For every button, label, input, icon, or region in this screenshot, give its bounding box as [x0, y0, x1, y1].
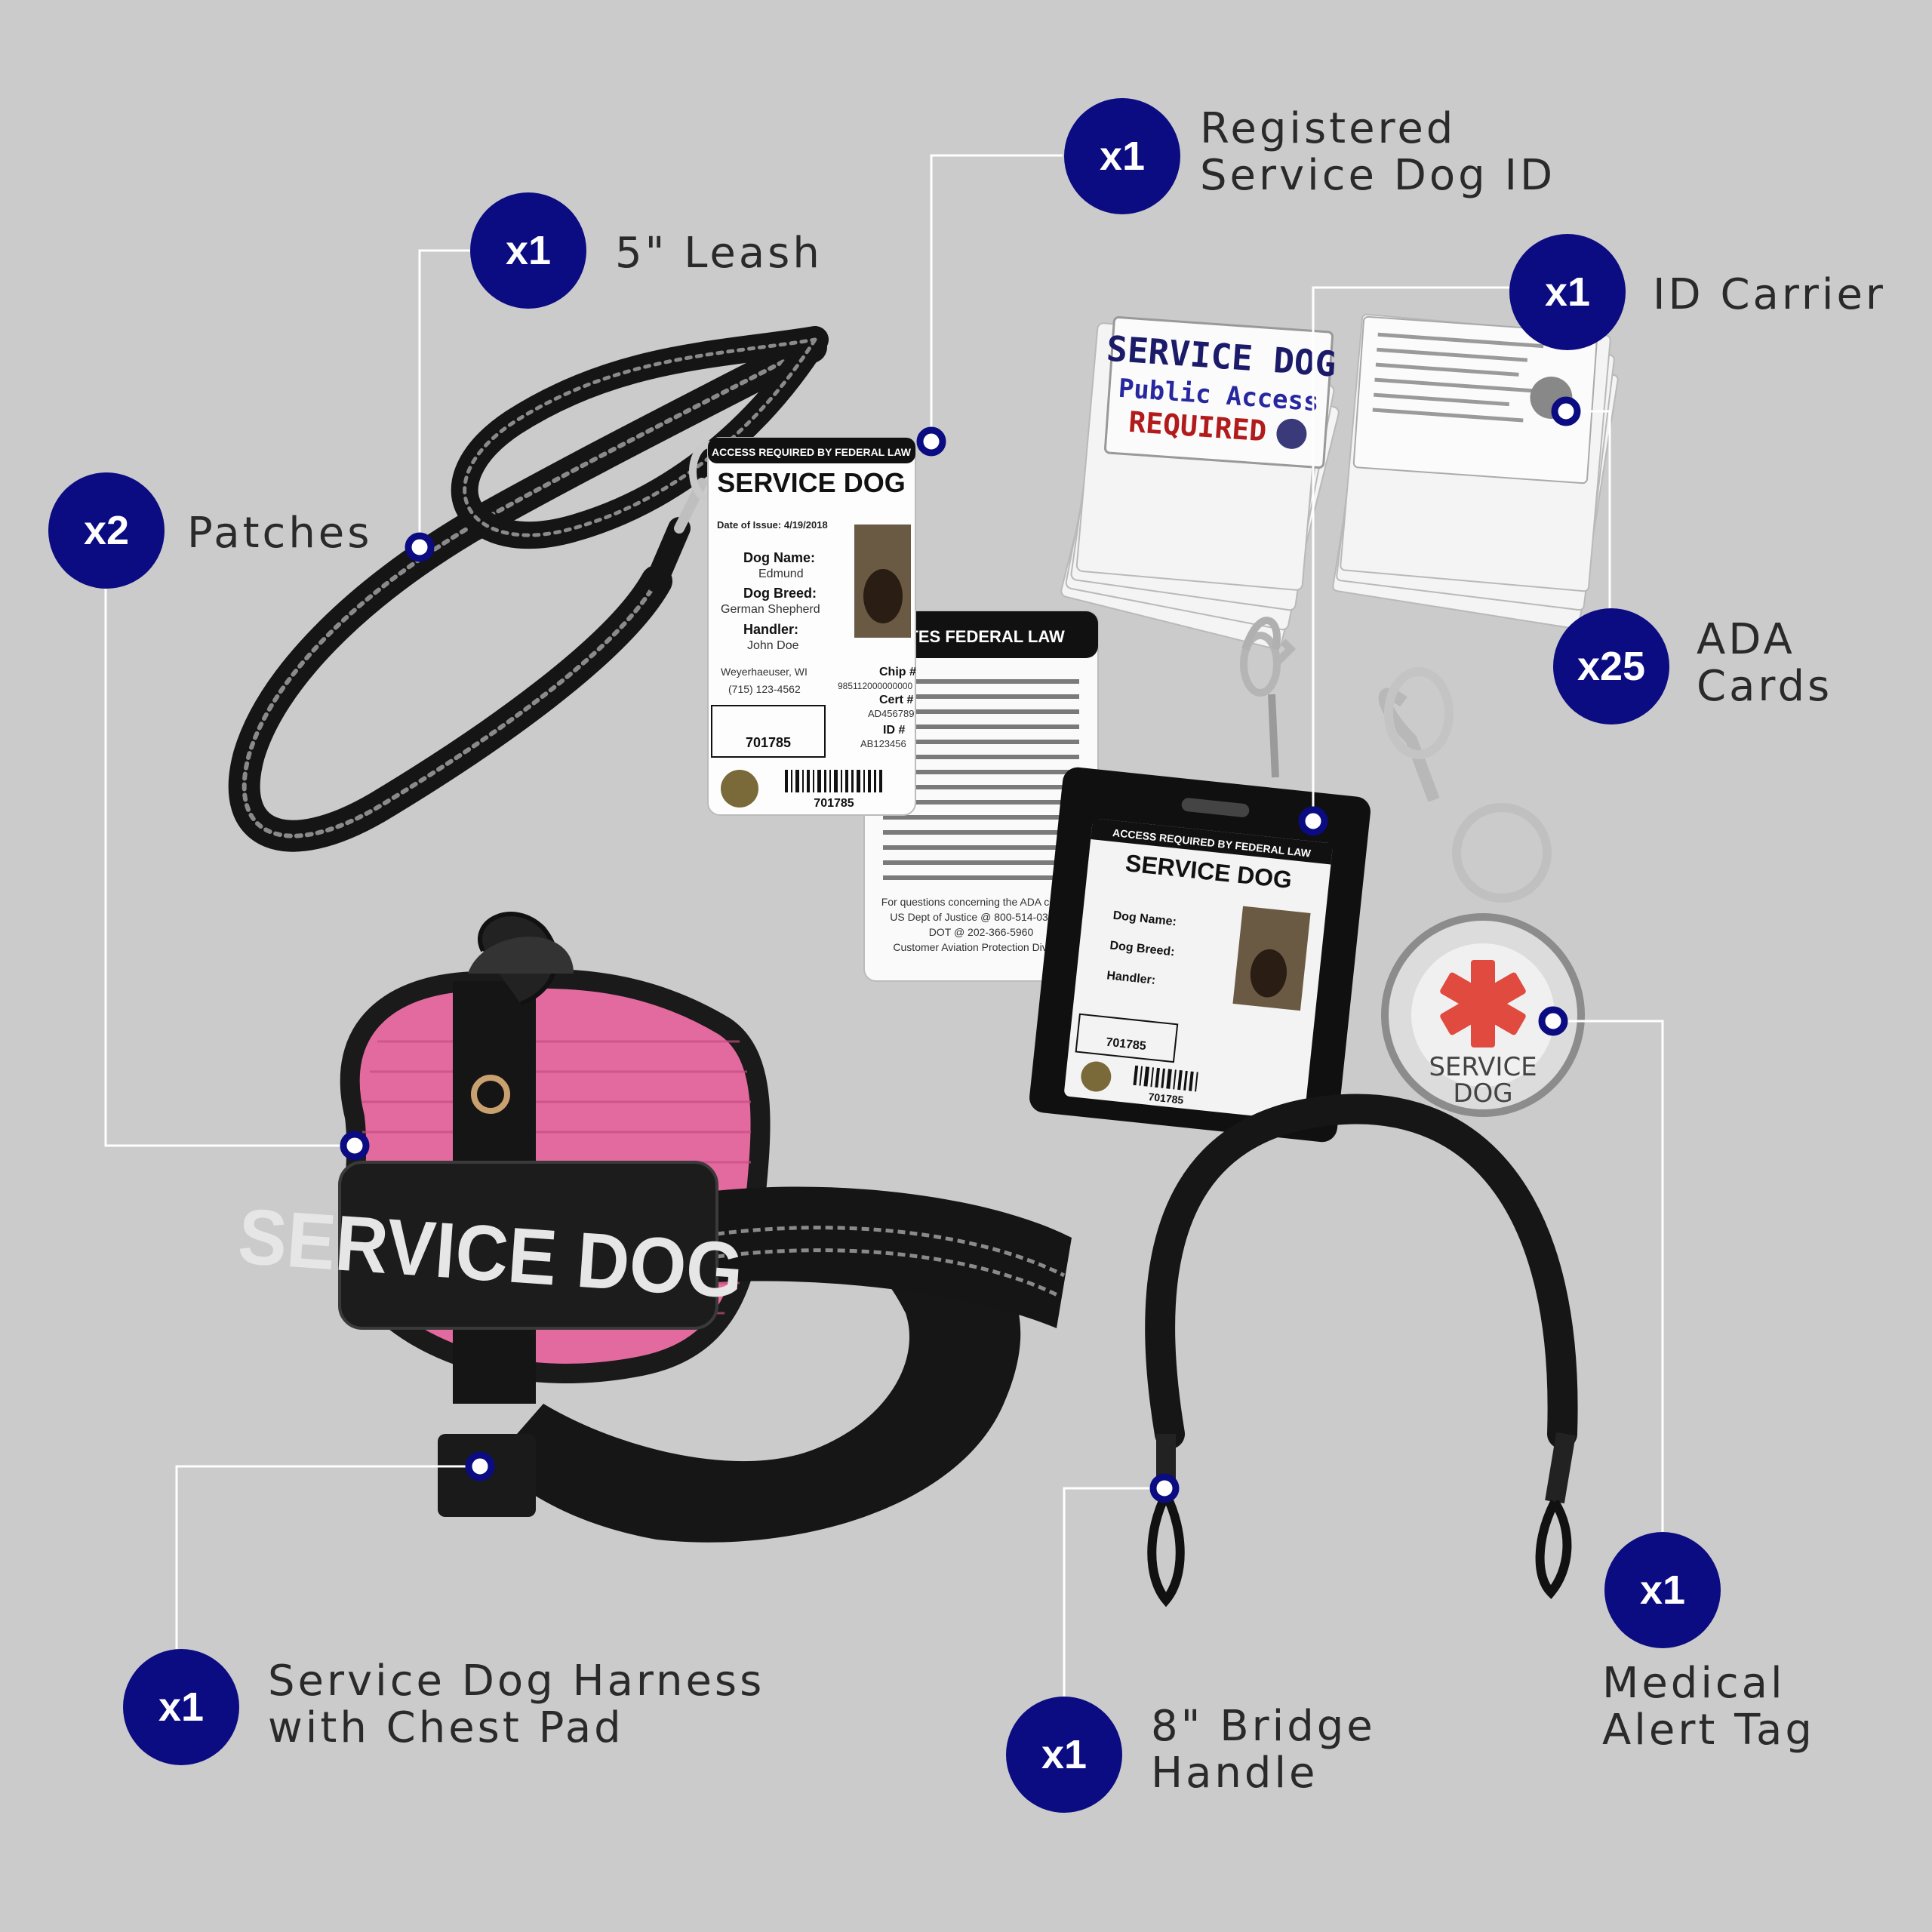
leader-lines	[104, 154, 1664, 1697]
label-harness-line1: Service Dog Harness	[268, 1657, 765, 1706]
label-patches: Patches	[187, 510, 372, 557]
label-bridge-handle: 8" Bridge Handle	[1151, 1703, 1376, 1797]
label-ada-cards-line2: Cards	[1697, 662, 1833, 711]
label-registered-id-line2: Service Dog ID	[1200, 151, 1556, 200]
carrier-registry: 701785	[1106, 1036, 1147, 1053]
id-card-date: Date of Issue: 4/19/2018	[717, 519, 828, 531]
ada-card-back-image: ATES FEDERAL LAW For questions concernin…	[863, 611, 1099, 982]
id-card-header: ACCESS REQUIRED BY FEDERAL LAW	[712, 446, 912, 458]
id-handler: John Doe	[747, 639, 799, 652]
id-number: AB123456	[860, 738, 906, 749]
label-medical-tag-line2: Alert Tag	[1602, 1706, 1815, 1755]
card-back-footer-2: US Dept of Justice @ 800-514-0301 or	[890, 911, 1072, 923]
id-chip: 985112000000000	[838, 681, 913, 691]
label-bridge-handle-line2: Handle	[1151, 1749, 1318, 1798]
carrier-handler-label: Handler:	[1106, 969, 1156, 987]
id-registry: 701785	[746, 735, 791, 750]
qty-badge-bridge-handle: x1	[1006, 1697, 1122, 1813]
id-barcode-number: 701785	[814, 797, 854, 810]
card-back-footer-1: For questions concerning the ADA contact…	[881, 896, 1081, 908]
card-back-header: ATES FEDERAL LAW	[897, 627, 1065, 646]
id-breed-label: Dog Breed:	[743, 586, 817, 601]
id-card-title: SERVICE DOG	[717, 467, 905, 498]
label-id-carrier: ID Carrier	[1653, 272, 1886, 318]
id-chip-label: Chip #	[879, 666, 916, 678]
id-cert-label: Cert #	[879, 694, 913, 706]
id-cert: AD456789	[868, 708, 914, 719]
id-carrier-image: ACCESS REQUIRED BY FEDERAL LAW SERVICE D…	[1029, 617, 1371, 1143]
id-dog-name: Edmund	[758, 568, 804, 580]
ada-cards-stack-image: SERVICE DOG Public Access REQUIRED	[1060, 313, 1619, 650]
label-medical-tag-line1: Medical	[1602, 1659, 1786, 1708]
qty-badge-leash: x1	[470, 192, 586, 309]
qty-badge-medical-tag: x1	[1604, 1532, 1721, 1648]
id-city: Weyerhaeuser, WI	[721, 666, 808, 678]
label-registered-id: Registered Service Dog ID	[1200, 106, 1555, 199]
qty-badge-patches: x2	[48, 472, 165, 589]
id-phone: (715) 123-4562	[728, 683, 801, 695]
qty-badge-ada-cards: x25	[1553, 608, 1669, 724]
label-harness-line2: with Chest Pad	[268, 1703, 624, 1752]
tag-line1: SERVICE	[1429, 1052, 1537, 1082]
harness-image: SERVICE DOG	[235, 912, 1072, 1543]
id-handler-label: Handler:	[743, 622, 798, 637]
qty-badge-registered-id: x1	[1064, 98, 1180, 214]
id-number-label: ID #	[883, 724, 905, 737]
bridge-handle-image	[1145, 1094, 1578, 1607]
label-ada-cards-line1: ADA	[1697, 615, 1795, 664]
label-bridge-handle-line1: 8" Bridge	[1151, 1702, 1376, 1751]
label-registered-id-line1: Registered	[1200, 104, 1457, 153]
carrier-barcode-number: 701785	[1148, 1091, 1184, 1106]
leader-dots	[340, 396, 1581, 1503]
label-id-carrier-line1: ID Carrier	[1653, 270, 1886, 319]
label-harness: Service Dog Harness with Chest Pad	[268, 1658, 764, 1752]
qty-badge-id-carrier: x1	[1509, 234, 1626, 350]
service-dog-id-card-image: ACCESS REQUIRED BY FEDERAL LAW SERVICE D…	[707, 437, 916, 816]
label-leash-line1: 5" Leash	[615, 229, 823, 278]
label-ada-cards: ADA Cards	[1697, 617, 1832, 710]
label-medical-tag: Medical Alert Tag	[1602, 1660, 1815, 1754]
id-dog-name-label: Dog Name:	[743, 550, 815, 565]
qty-badge-harness: x1	[123, 1649, 239, 1765]
medical-alert-tag-image: SERVICE DOG	[1378, 667, 1585, 1117]
tag-line2: DOG	[1453, 1078, 1512, 1109]
label-patches-line1: Patches	[187, 509, 373, 558]
card-back-footer-3: DOT @ 202-366-5960	[929, 926, 1034, 938]
id-breed: German Shepherd	[721, 603, 820, 616]
label-leash: 5" Leash	[615, 230, 823, 277]
card-back-footer-4: Customer Aviation Protection Division	[893, 941, 1069, 953]
